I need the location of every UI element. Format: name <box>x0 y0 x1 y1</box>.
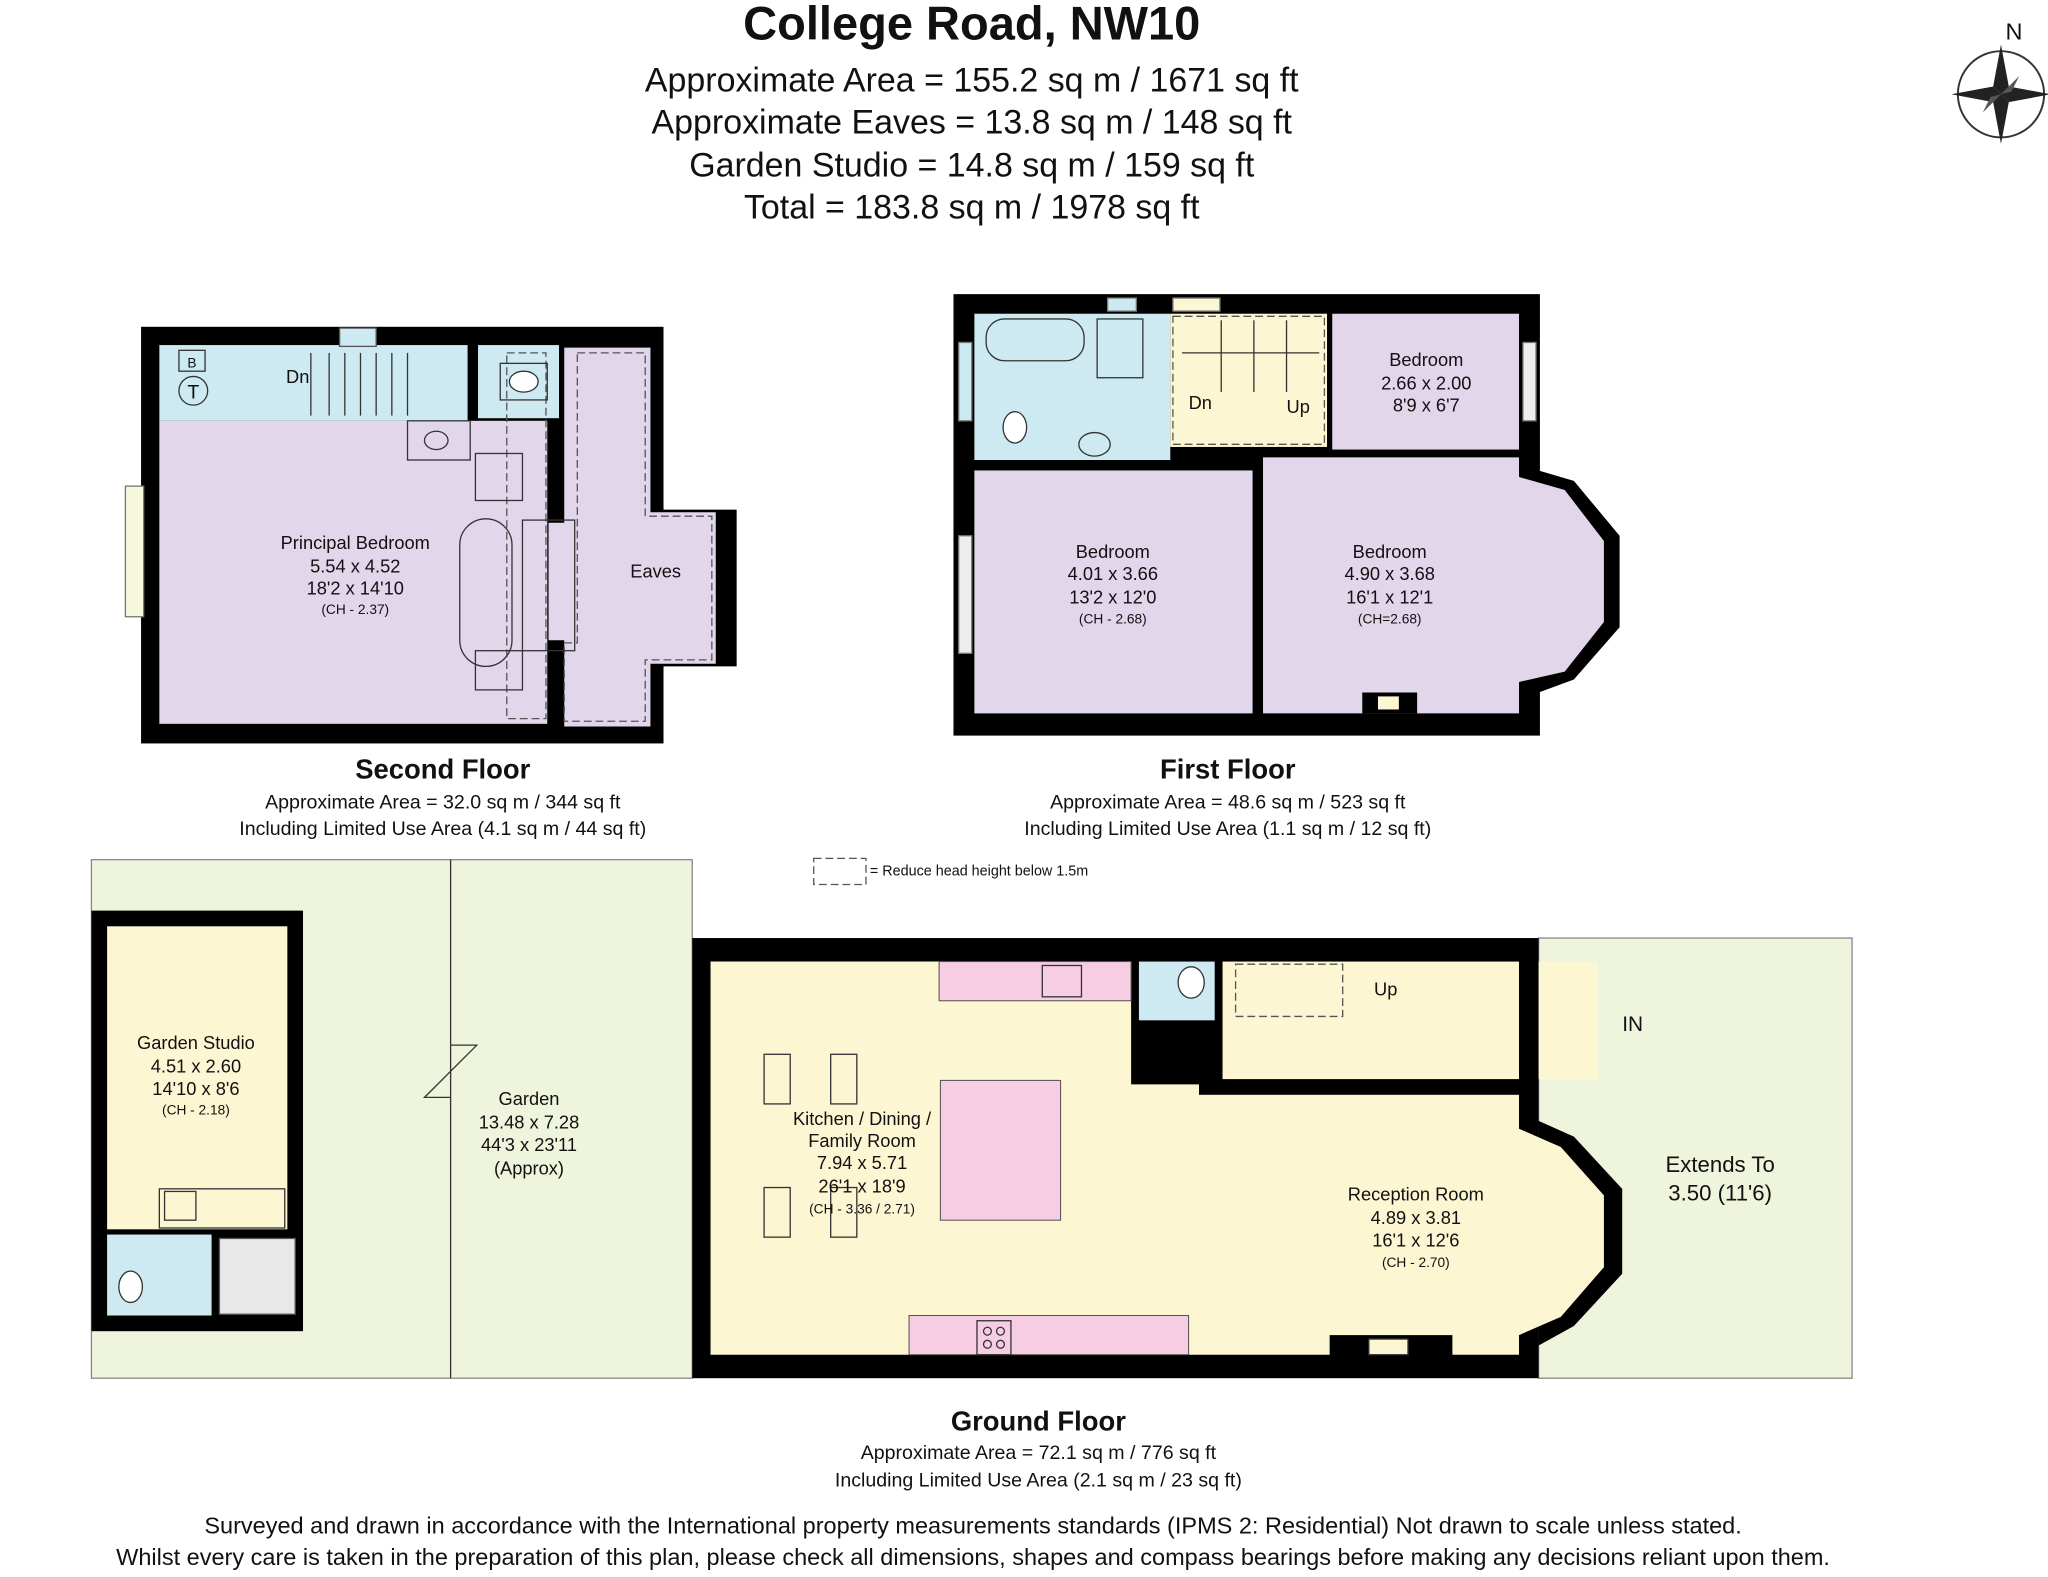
studio-name: Garden Studio <box>137 1032 255 1053</box>
second-floor-title: Second Floor <box>355 754 530 785</box>
right-bedroom-metric: 4.90 x 3.68 <box>1345 563 1435 584</box>
reception-metric: 4.89 x 3.81 <box>1371 1207 1461 1228</box>
toilet-icon <box>118 1270 144 1304</box>
reception-ceiling: (CH - 2.70) <box>1382 1255 1450 1270</box>
left-bedroom-metric: 4.01 x 3.66 <box>1068 563 1158 584</box>
entrance-label: IN <box>1622 1013 1643 1036</box>
area-line: Approximate Area = 155.2 sq m / 1671 sq … <box>645 62 1299 100</box>
sink-icon <box>163 1190 197 1221</box>
kitchen-metric: 7.94 x 5.71 <box>817 1152 907 1173</box>
legend-text: = Reduce head height below 1.5m <box>870 863 1088 879</box>
sink-icon <box>1041 964 1083 998</box>
first-floor-limited-area: Including Limited Use Area (1.1 sq m / 1… <box>1024 818 1431 840</box>
principal-bedroom-metric: 5.54 x 4.52 <box>310 555 400 576</box>
toilet-icon <box>1002 411 1028 444</box>
window <box>124 485 145 618</box>
tank-label: T <box>187 382 199 404</box>
compass-rose-icon: N <box>1951 18 2048 144</box>
kitchen-ceiling: (CH - 3.36 / 2.71) <box>809 1202 915 1217</box>
left-bedroom-name: Bedroom <box>1076 541 1150 562</box>
studio-ceiling: (CH - 2.18) <box>162 1102 230 1117</box>
garden-name: Garden <box>499 1088 560 1109</box>
reception-imperial: 16'1 x 12'6 <box>1372 1229 1459 1250</box>
second-floor-area: Approximate Area = 32.0 sq m / 344 sq ft <box>265 792 621 814</box>
ground-floor-limited-area: Including Limited Use Area (2.1 sq m / 2… <box>835 1470 1242 1492</box>
second-floor-plan: B T Dn Principal Bedroom 5.54 x 4.52 18'… <box>124 326 737 744</box>
boiler-label: B <box>187 355 196 370</box>
kitchen-imperial: 26'1 x 18'9 <box>818 1176 905 1197</box>
basin-icon <box>406 420 471 461</box>
bath-icon <box>459 518 513 668</box>
right-bedroom-name: Bedroom <box>1353 541 1427 562</box>
legend: = Reduce head height below 1.5m <box>813 857 1088 886</box>
skylight-window-icon <box>338 327 377 348</box>
first-floor-dn-label: Dn <box>1189 392 1212 413</box>
small-bedroom-imperial: 8'9 x 6'7 <box>1393 395 1460 416</box>
first-floor-plan: Dn Up Bedroom 2.66 x 2.00 8'9 x 6'7 Bedr… <box>953 294 1620 736</box>
plan-title: College Road, NW10 <box>743 0 1200 49</box>
front-garden-extends-value: 3.50 (11'6) <box>1668 1181 1772 1206</box>
principal-bedroom-imperial: 18'2 x 14'10 <box>307 578 404 599</box>
principal-bedroom-name: Principal Bedroom <box>281 532 430 553</box>
tank-icon <box>178 375 209 406</box>
second-floor-limited-area: Including Limited Use Area (4.1 sq m / 4… <box>239 818 646 840</box>
boiler-icon <box>178 349 206 372</box>
first-floor-up-label: Up <box>1287 396 1310 417</box>
ground-up-label: Up <box>1374 979 1397 1000</box>
studio-metric: 4.51 x 2.60 <box>151 1056 241 1077</box>
reception-name: Reception Room <box>1348 1184 1484 1205</box>
left-bedroom-ceiling: (CH - 2.68) <box>1079 611 1147 626</box>
garden-approx-note: (Approx) <box>494 1157 564 1178</box>
ground-floor-plan: Garden Studio 4.51 x 2.60 14'10 x 8'6 (C… <box>90 859 1853 1379</box>
right-bedroom-ceiling: (CH=2.68) <box>1358 611 1422 626</box>
ground-floor-area: Approximate Area = 72.1 sq m / 776 sq ft <box>861 1442 1217 1464</box>
garden-imperial: 44'3 x 23'11 <box>481 1134 577 1155</box>
eaves-label: Eaves <box>630 561 681 582</box>
compass-north-label: N <box>2006 18 2023 44</box>
disclaimer-line1: Surveyed and drawn in accordance with th… <box>204 1513 1741 1539</box>
principal-bedroom-ceiling: (CH - 2.37) <box>321 602 389 617</box>
toilet-icon <box>1177 966 1205 999</box>
front-garden-extends-label: Extends To <box>1665 1152 1774 1177</box>
ground-floor-title: Ground Floor <box>951 1405 1126 1436</box>
left-bedroom-imperial: 13'2 x 12'0 <box>1069 587 1156 608</box>
first-floor-area: Approximate Area = 48.6 sq m / 523 sq ft <box>1050 792 1406 814</box>
disclaimer-line2: Whilst every care is taken in the prepar… <box>116 1544 1830 1570</box>
kitchen-name-line1: Kitchen / Dining / <box>793 1108 932 1129</box>
studio-imperial: 14'10 x 8'6 <box>152 1078 239 1099</box>
studio-line: Garden Studio = 14.8 sq m / 159 sq ft <box>689 147 1255 185</box>
shower-icon <box>1096 318 1144 379</box>
right-bedroom-imperial: 16'1 x 12'1 <box>1346 587 1433 608</box>
kitchen-name-line2: Family Room <box>808 1130 916 1151</box>
hob-icon <box>976 1320 1012 1356</box>
bath-icon <box>985 318 1085 362</box>
stairs-down-label: Dn <box>286 366 309 387</box>
eaves-line: Approximate Eaves = 13.8 sq m / 148 sq f… <box>652 103 1293 141</box>
basin-icon <box>1078 431 1111 457</box>
first-floor-title: First Floor <box>1160 754 1296 785</box>
toilet-icon <box>499 362 548 401</box>
small-bedroom-name: Bedroom <box>1389 349 1463 370</box>
small-bedroom-metric: 2.66 x 2.00 <box>1381 372 1471 393</box>
garden-metric: 13.48 x 7.28 <box>479 1112 580 1133</box>
total-line: Total = 183.8 sq m / 1978 sq ft <box>744 188 1200 226</box>
